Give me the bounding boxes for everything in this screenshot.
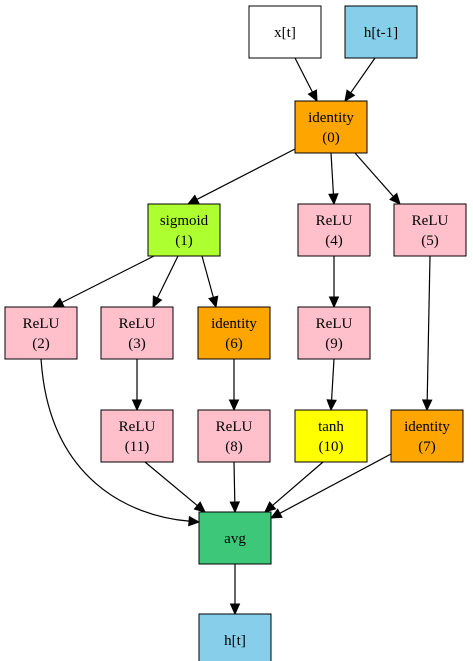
- node-n8-label: ReLU: [216, 419, 253, 435]
- node-n11-index: (11): [125, 439, 149, 455]
- edge-xt-to-n0: [294, 57, 313, 93]
- arrowhead-n7-to-avg: [269, 508, 283, 519]
- arrowhead-ht1-to-n0: [344, 89, 356, 102]
- node-n1-label: sigmoid: [160, 213, 209, 229]
- node-n7-label: identity: [404, 419, 450, 435]
- edge-n9-to-n10: [330, 358, 335, 401]
- node-avg: avg: [198, 511, 272, 565]
- node-n8-box: [197, 409, 271, 463]
- edge-ht1-to-n0: [350, 57, 376, 94]
- arrowhead-n10-to-avg: [264, 501, 277, 513]
- edge-n1-to-n3: [156, 255, 179, 299]
- node-n1-box: [147, 203, 221, 257]
- arrowhead-n1-to-n6: [208, 295, 219, 309]
- arrowhead-n3-to-n11: [131, 399, 143, 412]
- node-n1-index: (1): [175, 233, 193, 249]
- node-ht-label: h[t]: [224, 633, 246, 649]
- arrowhead-xt-to-n0: [307, 89, 318, 103]
- node-n11: ReLU (11): [100, 409, 174, 463]
- node-n3: ReLU (3): [100, 306, 174, 360]
- arrowhead-n2-to-avg: [188, 515, 201, 527]
- arrowhead-n5-to-n7: [421, 399, 433, 412]
- node-xt-label: x[t]: [274, 25, 296, 41]
- node-n7: identity (7): [390, 409, 464, 463]
- edge-n8-to-avg: [233, 461, 236, 503]
- arrowhead-n6-to-n8: [228, 399, 240, 412]
- edge-n7-to-avg: [279, 453, 392, 514]
- arrowhead-n0-to-n4: [328, 193, 339, 206]
- arrowhead-n1-to-n3: [152, 295, 163, 309]
- node-n3-box: [100, 306, 174, 360]
- node-n5: ReLU (5): [393, 203, 467, 257]
- edge-n0-to-n5: [354, 152, 394, 197]
- node-xt-box: [248, 5, 322, 59]
- arrowhead-n0-to-n1: [186, 194, 200, 205]
- node-n9-label: ReLU: [316, 316, 353, 332]
- node-ht-box: [198, 613, 272, 661]
- node-n9: ReLU (9): [297, 306, 371, 360]
- node-n2-box: [4, 306, 78, 360]
- node-n10: tanh (10): [294, 409, 368, 463]
- edges-layer: [40, 57, 433, 616]
- edge-n0-to-n1: [196, 148, 296, 200]
- node-n0-index: (0): [322, 130, 340, 146]
- edge-n0-to-n4: [330, 152, 335, 195]
- node-n7-index: (7): [418, 439, 436, 455]
- node-n5-label: ReLU: [412, 213, 449, 229]
- node-n7-box: [390, 409, 464, 463]
- edge-n10-to-avg: [272, 461, 324, 506]
- arrowhead-n8-to-avg: [229, 501, 241, 514]
- arrowhead-avg-to-ht: [229, 603, 241, 616]
- node-n10-index: (10): [319, 439, 344, 455]
- node-n4: ReLU (4): [297, 203, 371, 257]
- node-n9-index: (9): [325, 336, 343, 352]
- arrowhead-n1-to-n2: [51, 297, 65, 308]
- node-n5-box: [393, 203, 467, 257]
- node-n8-index: (8): [225, 439, 243, 455]
- node-xt: x[t]: [248, 5, 322, 59]
- node-n10-label: tanh: [318, 419, 344, 435]
- node-ht: h[t]: [198, 613, 272, 661]
- node-n10-box: [294, 409, 368, 463]
- node-n0-box: [294, 100, 368, 154]
- node-n0-label: identity: [308, 110, 354, 126]
- edge-n1-to-n6: [201, 255, 214, 298]
- arrowhead-n4-to-n9: [328, 296, 340, 309]
- node-n4-box: [297, 203, 371, 257]
- node-n6-label: identity: [211, 316, 257, 332]
- node-n2: ReLU (2): [4, 306, 78, 360]
- node-n2-label: ReLU: [23, 316, 60, 332]
- node-n11-label: ReLU: [119, 419, 156, 435]
- node-n5-index: (5): [421, 233, 439, 249]
- node-n6-index: (6): [225, 336, 243, 352]
- node-ht1: h[t-1]: [344, 5, 418, 59]
- node-ht1-label: h[t-1]: [364, 25, 398, 41]
- arrowhead-n9-to-n10: [326, 399, 337, 412]
- node-n3-index: (3): [128, 336, 146, 352]
- node-n6: identity (6): [197, 306, 271, 360]
- edge-n2-to-avg: [40, 358, 190, 522]
- arrowhead-n11-to-avg: [193, 501, 206, 513]
- edge-n1-to-n2: [61, 255, 155, 304]
- node-n0: identity (0): [294, 100, 368, 154]
- node-n1: sigmoid (1): [147, 203, 221, 257]
- edge-n11-to-avg: [144, 461, 198, 507]
- node-n4-label: ReLU: [316, 213, 353, 229]
- arrowhead-n0-to-n5: [389, 192, 401, 205]
- node-ht1-box: [344, 5, 418, 59]
- node-n8: ReLU (8): [197, 409, 271, 463]
- node-n2-index: (2): [32, 336, 50, 352]
- node-n3-label: ReLU: [119, 316, 156, 332]
- node-n9-box: [297, 306, 371, 360]
- node-avg-box: [198, 511, 272, 565]
- edge-n5-to-n7: [426, 255, 431, 401]
- node-avg-label: avg: [224, 531, 246, 547]
- node-n6-box: [197, 306, 271, 360]
- nodes-layer: x[t]h[t-1]identity(0)sigmoid(1)ReLU(4)Re…: [4, 5, 467, 661]
- node-n11-box: [100, 409, 174, 463]
- node-n4-index: (4): [325, 233, 343, 249]
